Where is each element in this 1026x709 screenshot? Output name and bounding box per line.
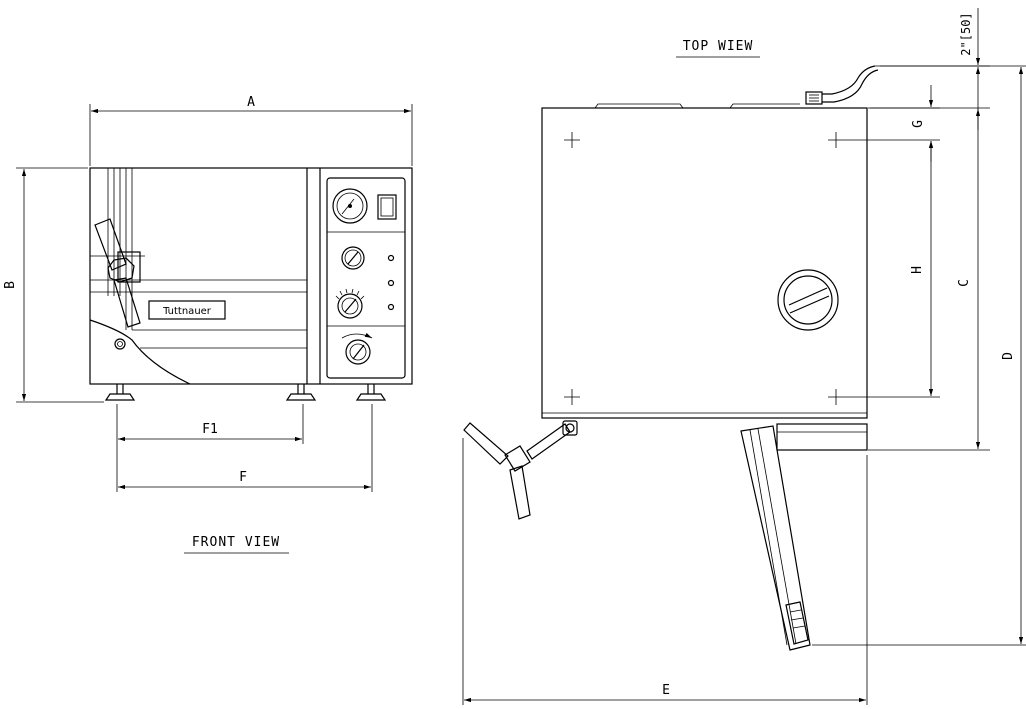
door-screw bbox=[114, 338, 126, 350]
indicator-led-3 bbox=[387, 303, 395, 311]
lock-handle-upper bbox=[94, 218, 127, 271]
front-body-outline bbox=[89, 167, 413, 385]
brand-plate bbox=[148, 300, 226, 320]
valve-cap-icon bbox=[777, 269, 839, 331]
dim-label-h: H bbox=[910, 266, 925, 274]
mount-mark-4 bbox=[828, 389, 844, 405]
top-handle-arm bbox=[526, 423, 571, 460]
foot-right bbox=[355, 393, 387, 401]
dim-label-d: D bbox=[1001, 352, 1016, 360]
dim-label-c: C bbox=[957, 279, 972, 287]
lock-hub bbox=[107, 257, 135, 283]
front-view: Tuttnauer bbox=[3, 95, 413, 554]
display-window bbox=[377, 194, 397, 220]
foot-middle bbox=[285, 393, 317, 401]
mount-mark-1 bbox=[564, 132, 580, 148]
selector-knob-1-icon bbox=[341, 246, 365, 270]
dim-label-g: G bbox=[911, 120, 926, 128]
timer-knob-icon bbox=[337, 293, 363, 319]
dim-label-f: F bbox=[239, 470, 247, 485]
top-view-title: TOP WIEW bbox=[683, 39, 754, 54]
mount-mark-3 bbox=[564, 389, 580, 405]
dim-label-a: A bbox=[247, 95, 255, 110]
indicator-led-1 bbox=[387, 254, 395, 262]
top-body-outline bbox=[541, 107, 868, 419]
mount-mark-2 bbox=[828, 132, 844, 148]
top-handle-hub bbox=[504, 445, 531, 472]
control-panel bbox=[326, 177, 406, 379]
dim-label-clearance: 2"[50] bbox=[959, 12, 973, 55]
dim-label-b: B bbox=[3, 281, 18, 289]
open-door bbox=[740, 425, 811, 651]
dim-label-f1: F1 bbox=[202, 422, 218, 437]
front-block bbox=[776, 423, 868, 451]
indicator-led-2 bbox=[387, 279, 395, 287]
top-handle-upper bbox=[463, 422, 509, 465]
cord-plug bbox=[805, 91, 823, 105]
brand-text: Tuttnauer bbox=[162, 306, 212, 317]
top-view: TOP WIEW bbox=[462, 8, 1026, 705]
pressure-gauge-icon bbox=[332, 188, 368, 224]
door-curve bbox=[89, 319, 191, 385]
door-latch bbox=[785, 601, 809, 645]
drain-knob-icon bbox=[345, 339, 371, 365]
lock-handle-lower bbox=[113, 277, 141, 328]
front-view-title: FRONT VIEW bbox=[192, 535, 280, 550]
power-cord bbox=[822, 65, 876, 95]
top-handle-lower bbox=[509, 465, 531, 520]
dim-label-e: E bbox=[662, 683, 670, 698]
foot-left bbox=[104, 393, 136, 401]
